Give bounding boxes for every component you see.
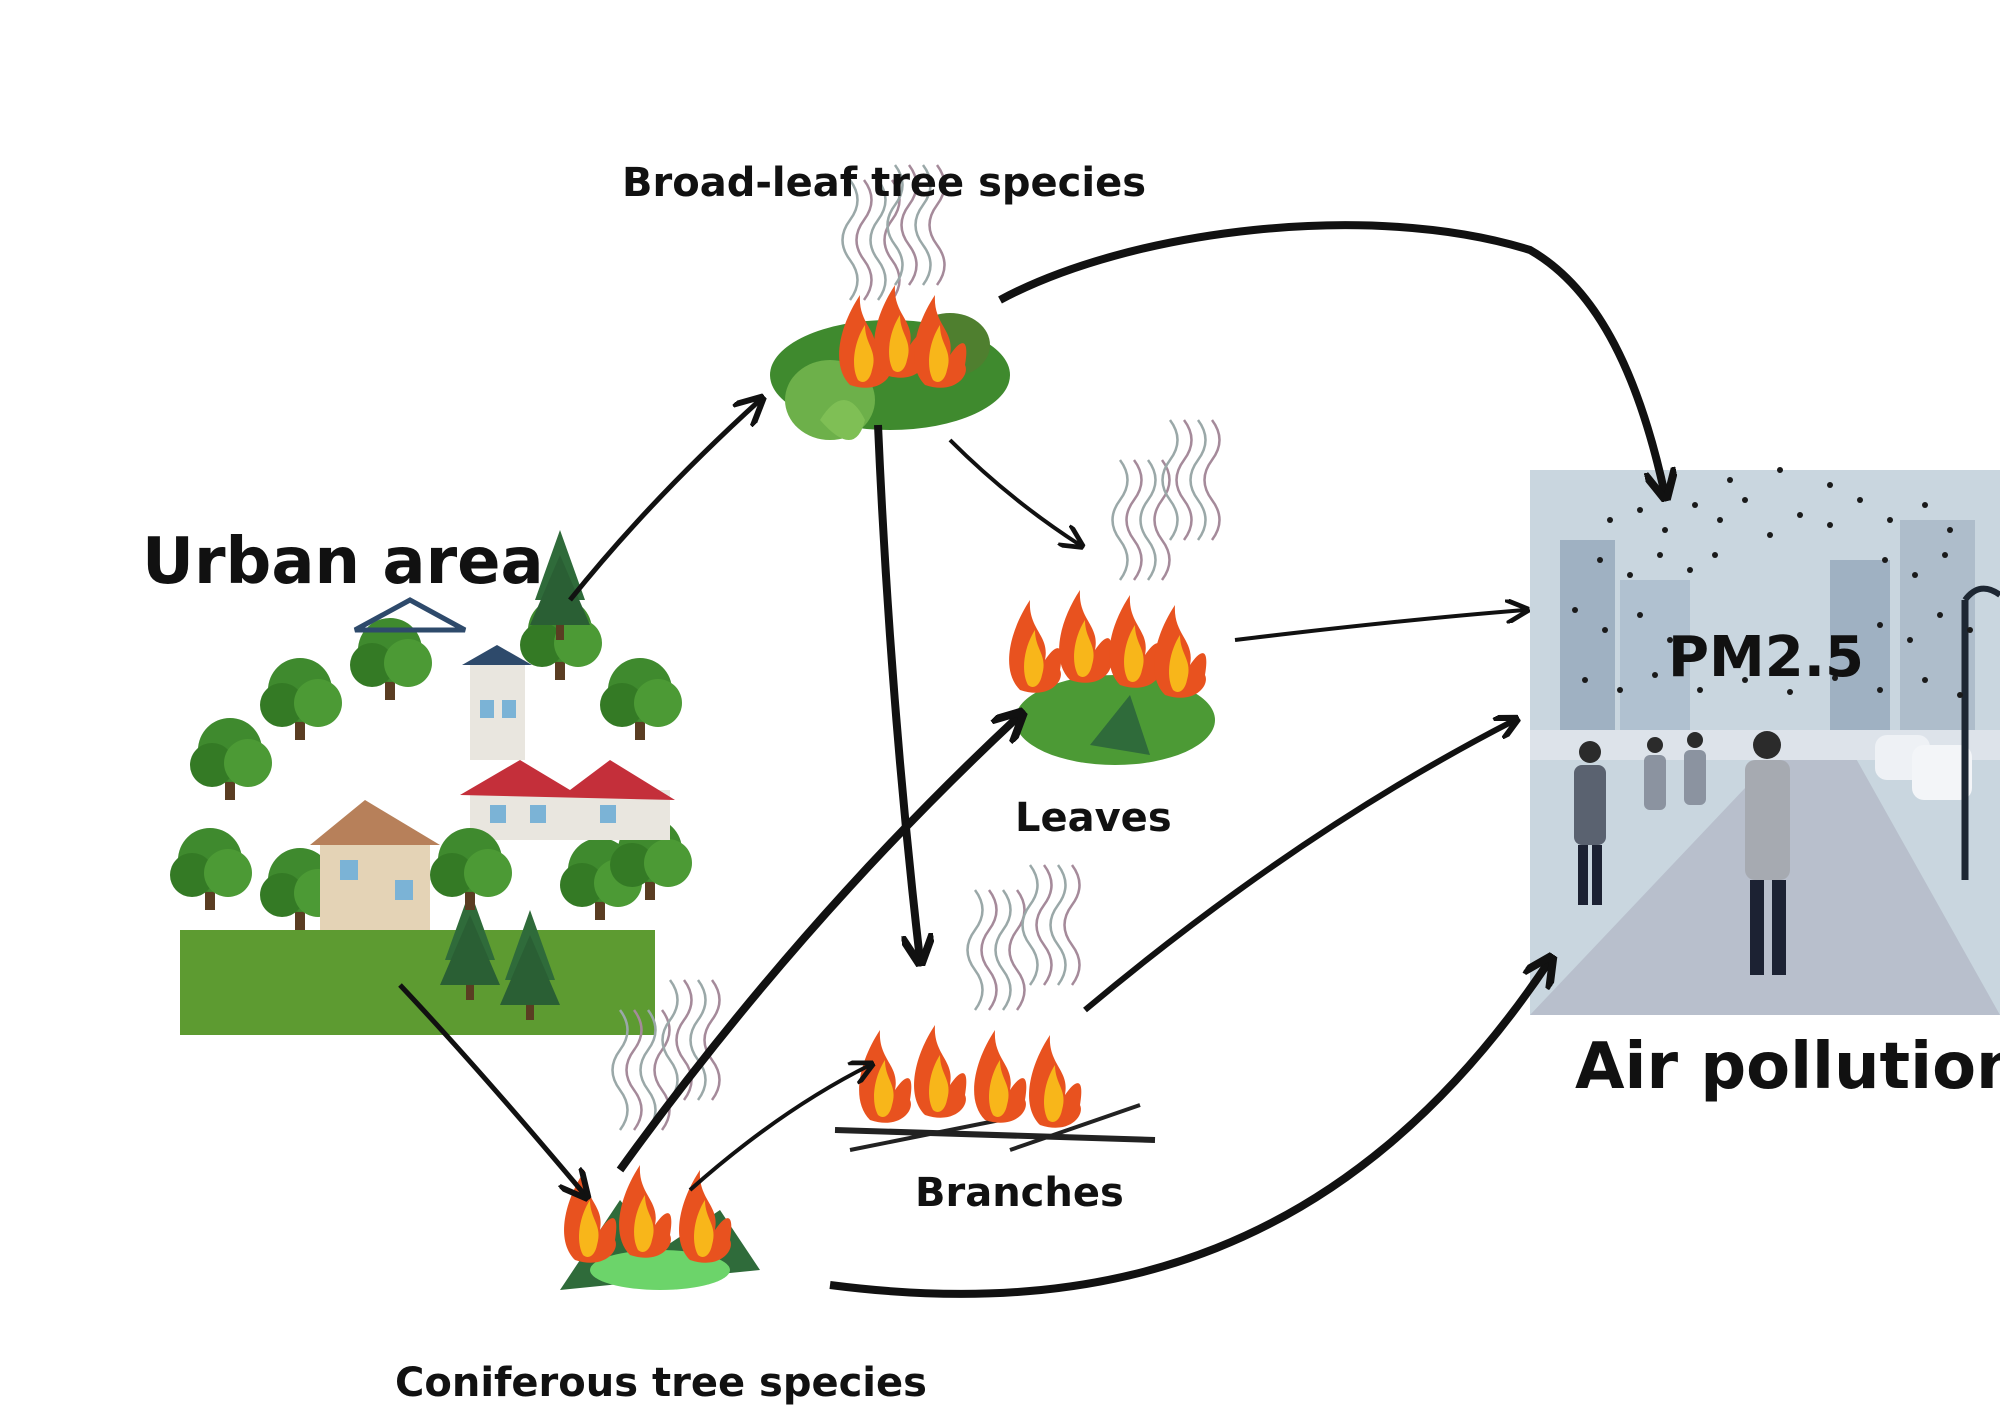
burning-broadleaf-icon xyxy=(770,163,1010,440)
car-icon xyxy=(1875,735,1972,800)
person-icon xyxy=(1684,732,1706,805)
branches-label: Branches xyxy=(915,1170,1124,1216)
arrow-coniferous-to-leaves xyxy=(616,715,1020,1173)
pm25-label: PM2.5 xyxy=(1668,625,1864,690)
arrow-urban-to-coniferous xyxy=(398,983,585,1195)
person-icon xyxy=(1644,737,1666,810)
arrow-broadleaf-to-branches xyxy=(874,424,920,960)
urban-area-illustration xyxy=(170,530,692,1035)
air-pollution-label: Air pollution xyxy=(1575,1030,2000,1104)
house-icon xyxy=(310,800,440,930)
particle-dots xyxy=(1572,467,1973,698)
person-icon xyxy=(1745,731,1790,975)
arrow-coniferous-to-branches xyxy=(688,1065,870,1192)
leaves-label: Leaves xyxy=(1015,795,1172,841)
street-lamp-icon xyxy=(1961,585,2000,880)
arrow-coniferous-to-air xyxy=(829,960,1550,1298)
house-icon xyxy=(460,760,675,840)
burning-branches-icon xyxy=(834,863,1156,1152)
burning-leaves-icon xyxy=(1009,418,1221,765)
arrow-urban-to-broadleaf xyxy=(568,400,760,602)
arrow-branches-to-air xyxy=(1083,720,1515,1013)
arrow-broadleaf-to-leaves xyxy=(948,438,1080,545)
arrow-leaves-to-air xyxy=(1234,610,1525,642)
person-icon xyxy=(1574,741,1606,905)
urban-area-label: Urban area xyxy=(142,525,544,599)
polluted-city-illustration xyxy=(1530,467,2000,1015)
broadleaf-label: Broad-leaf tree species xyxy=(622,160,1147,206)
arrow-broadleaf-to-air xyxy=(998,221,1665,495)
burning-conifer-icon xyxy=(560,978,760,1290)
coniferous-label: Coniferous tree species xyxy=(395,1360,927,1406)
house-icon xyxy=(353,597,532,760)
